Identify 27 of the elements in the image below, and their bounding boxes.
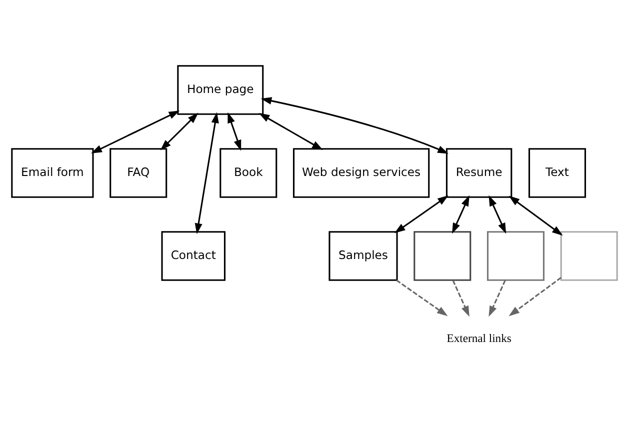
arrow xyxy=(508,196,563,236)
arrow xyxy=(452,195,470,234)
arrow xyxy=(508,277,562,316)
node-box: Resume xyxy=(446,148,512,198)
node-box: FAQ xyxy=(110,148,168,198)
arrow xyxy=(260,97,448,154)
node-text: External links xyxy=(446,332,512,345)
node-box: Web design services xyxy=(292,148,430,198)
node-box xyxy=(486,231,544,281)
node-box: Samples xyxy=(328,231,398,281)
node-box: Book xyxy=(220,148,278,198)
node-box xyxy=(414,231,472,281)
arrow xyxy=(394,195,448,234)
node-box: Home page xyxy=(177,65,264,115)
arrow xyxy=(452,280,470,317)
arrow xyxy=(91,110,180,154)
arrow xyxy=(488,195,506,234)
node-box: Text xyxy=(528,148,586,198)
node-box: Email form xyxy=(11,148,94,198)
arrow xyxy=(258,113,323,150)
arrow xyxy=(194,112,219,234)
arrow xyxy=(228,112,242,151)
arrow xyxy=(488,280,506,317)
node-box xyxy=(560,231,618,281)
arrow xyxy=(396,280,448,316)
node-box: Contact xyxy=(161,231,226,281)
arrow xyxy=(160,112,198,150)
